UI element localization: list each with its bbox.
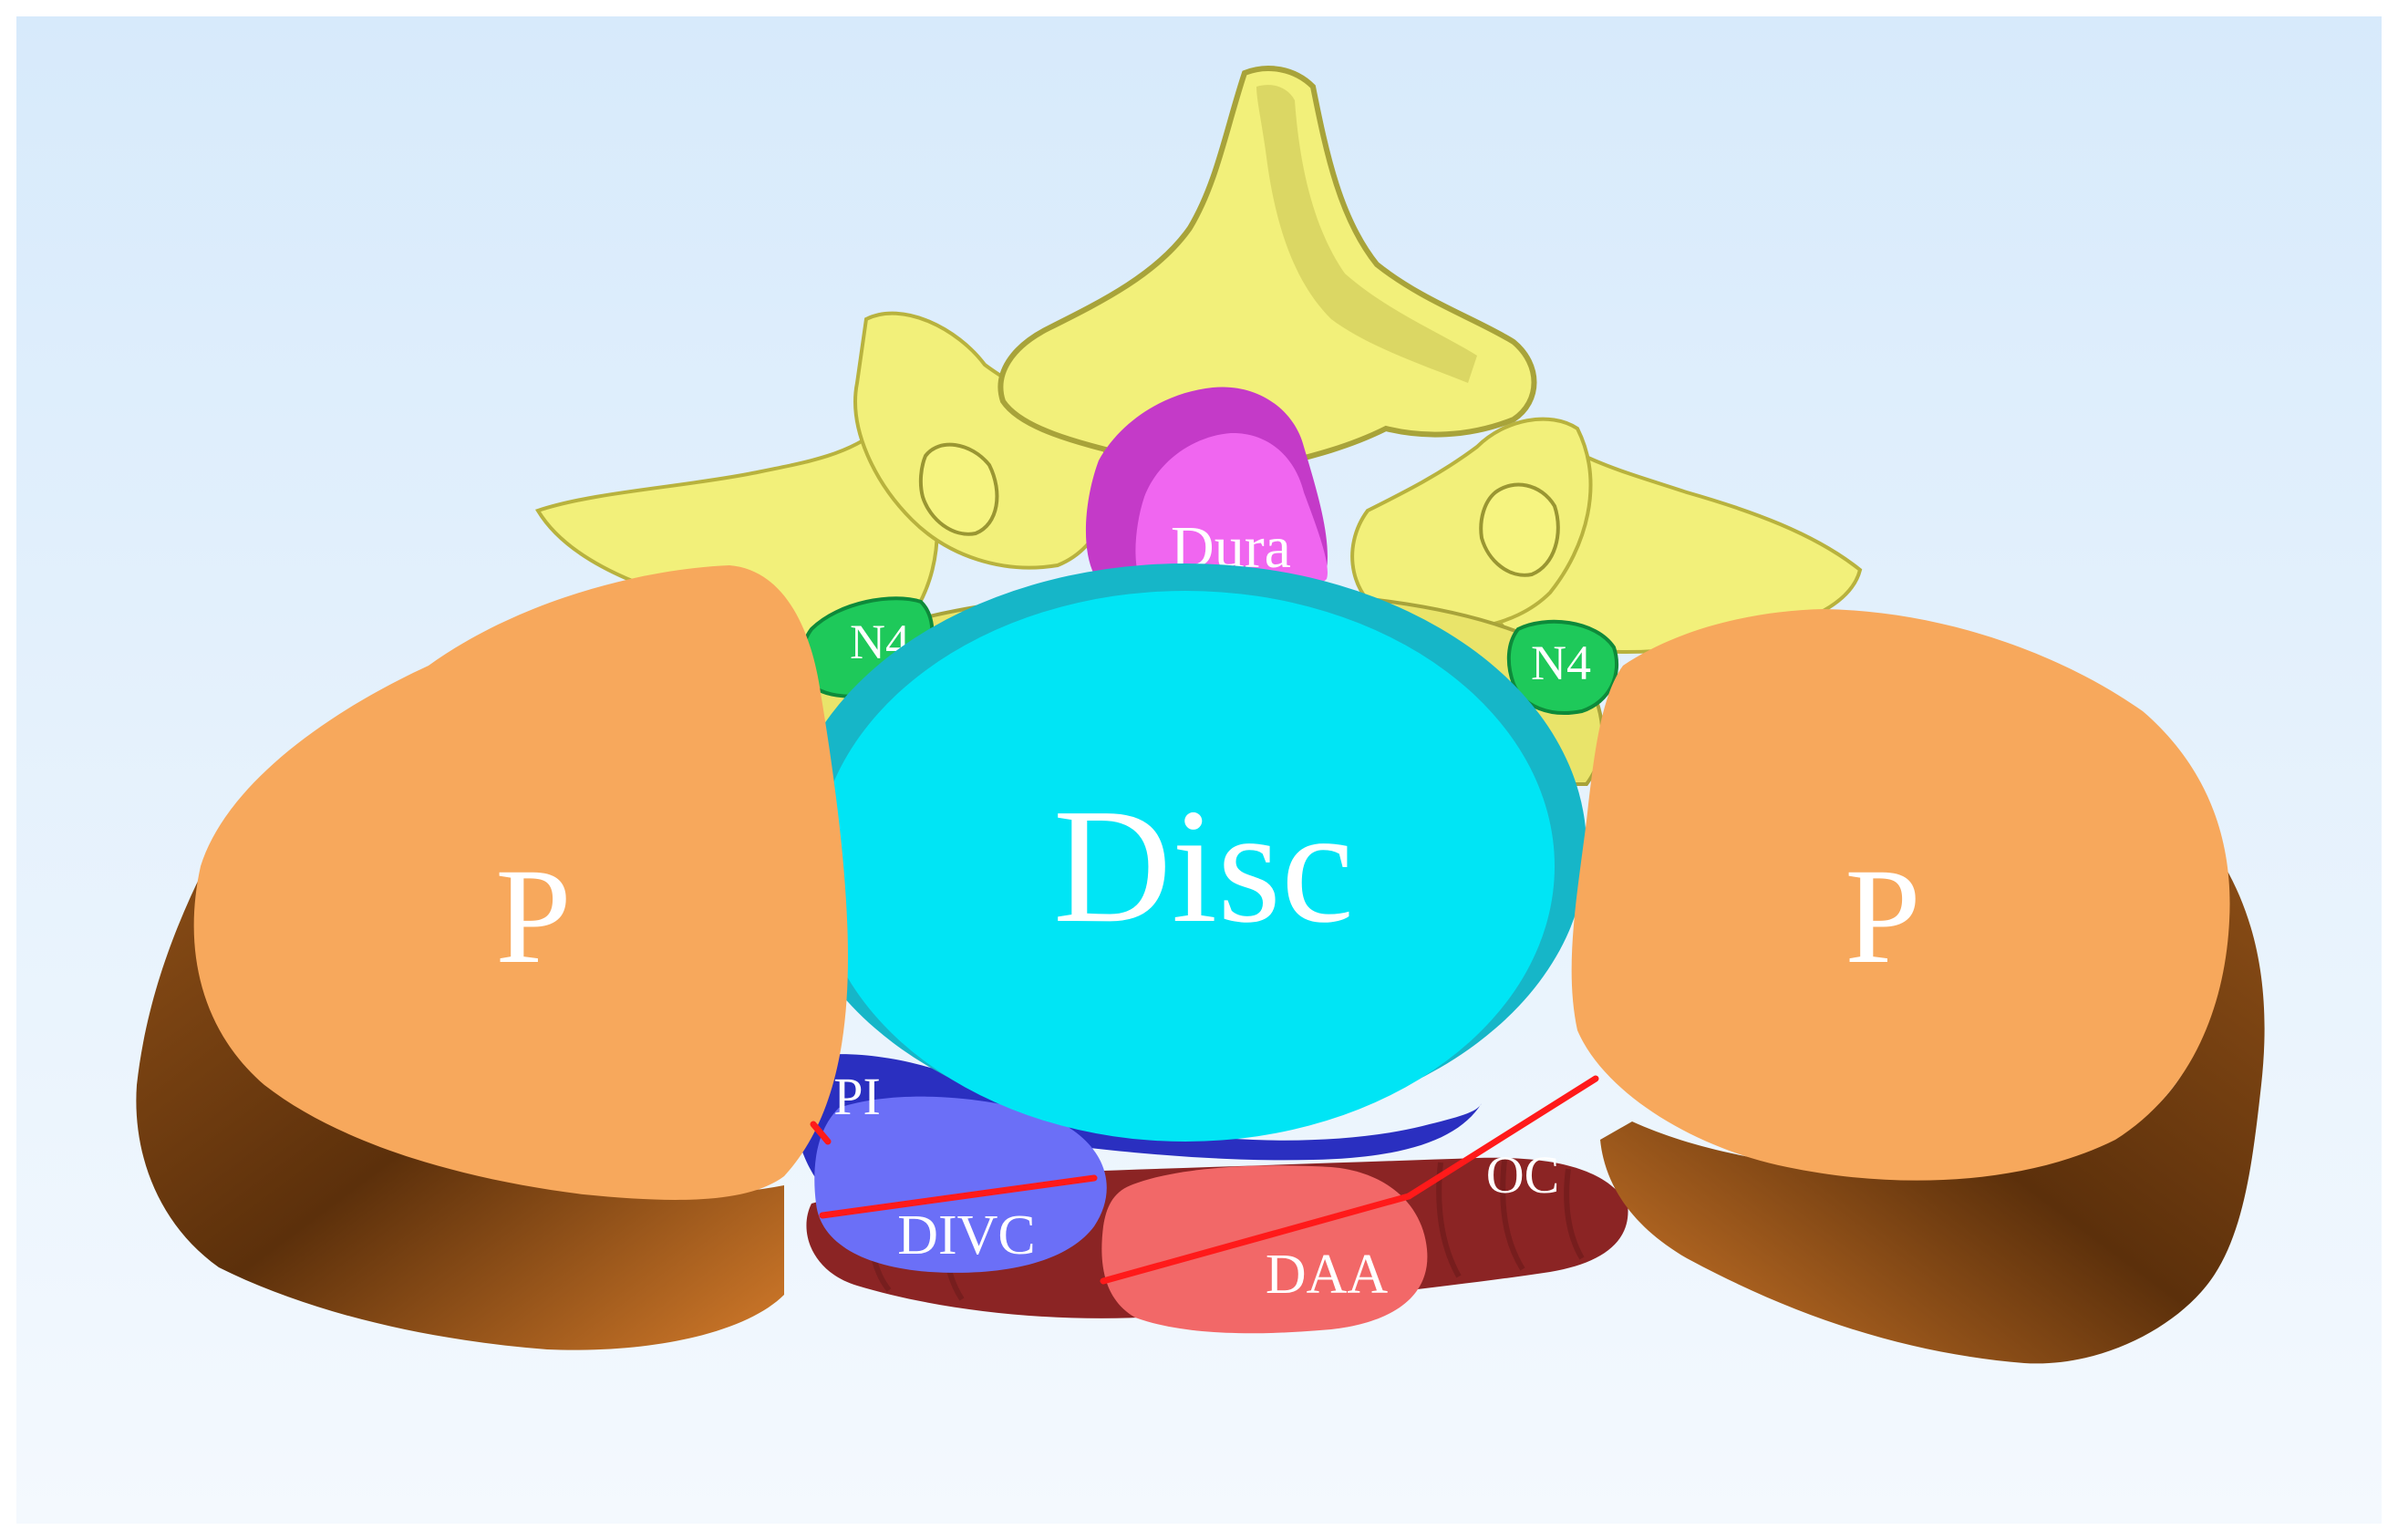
psoas-left-face <box>193 565 848 1200</box>
divc-label: DIVC <box>897 1204 1036 1266</box>
nerve-right-shape <box>1506 619 1619 715</box>
psoas-left-side <box>136 866 784 1350</box>
psoas-right-face <box>1571 609 2230 1181</box>
psoas-right-side <box>1600 866 2265 1364</box>
vertebra-spinous-process <box>997 66 1537 473</box>
measurement-lines <box>810 1075 1599 1285</box>
oc-line <box>1405 1075 1599 1200</box>
vertebra-spinous-shadow <box>1256 85 1477 383</box>
daa-line <box>1100 1193 1412 1285</box>
psoas-left: P <box>136 565 848 1350</box>
disc-label: Disc <box>1053 775 1354 956</box>
ivc-front <box>814 1096 1107 1273</box>
nerve-right-label: N4 <box>1531 636 1591 690</box>
aorta: DAA <box>1101 1165 1428 1334</box>
divc-line <box>819 1174 1098 1219</box>
vertebra-left-facet-hole <box>918 442 999 536</box>
nerve-right: N4 <box>1506 619 1619 715</box>
aorta-front <box>1101 1165 1428 1334</box>
ivc: DIVC <box>814 1096 1107 1273</box>
disc-face <box>816 591 1555 1142</box>
pi-line <box>810 1121 832 1145</box>
psoas-right: P <box>1571 609 2265 1364</box>
pi-label: PI <box>833 1067 881 1126</box>
oc-label: OC <box>1486 1145 1560 1204</box>
disc: Disc <box>784 563 1587 1142</box>
psoas-right-label: P <box>1845 841 1920 992</box>
dura-body <box>1135 432 1328 592</box>
dura: Dura <box>1085 387 1328 594</box>
vertebra-right-facet-hole <box>1479 482 1560 577</box>
psoas-left-label: P <box>495 841 571 992</box>
daa-label: DAA <box>1266 1244 1389 1306</box>
